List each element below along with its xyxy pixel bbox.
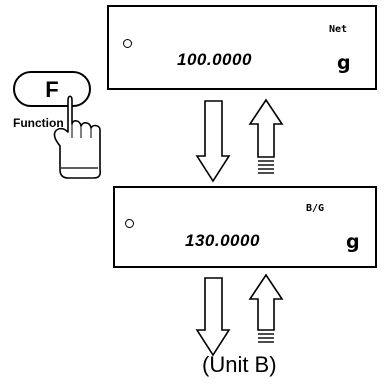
unit-label: g	[337, 52, 351, 74]
mode-label-net: Net	[329, 24, 348, 35]
function-key-caption: Function	[13, 116, 64, 130]
display-bottom: B/G 130.0000 g	[113, 186, 377, 268]
function-key-letter: F	[45, 77, 59, 102]
mode-label-bg: B/G	[306, 203, 325, 214]
display-top: Net 100.0000 g	[107, 5, 377, 90]
weight-value: 100.0000	[177, 50, 252, 69]
unit-label: g	[346, 231, 360, 253]
weight-value: 130.0000	[185, 231, 260, 250]
stable-indicator-icon	[123, 39, 132, 48]
unit-b-label: (Unit B)	[202, 352, 277, 377]
stable-indicator-icon	[125, 219, 134, 228]
function-key[interactable]: F	[13, 71, 91, 107]
